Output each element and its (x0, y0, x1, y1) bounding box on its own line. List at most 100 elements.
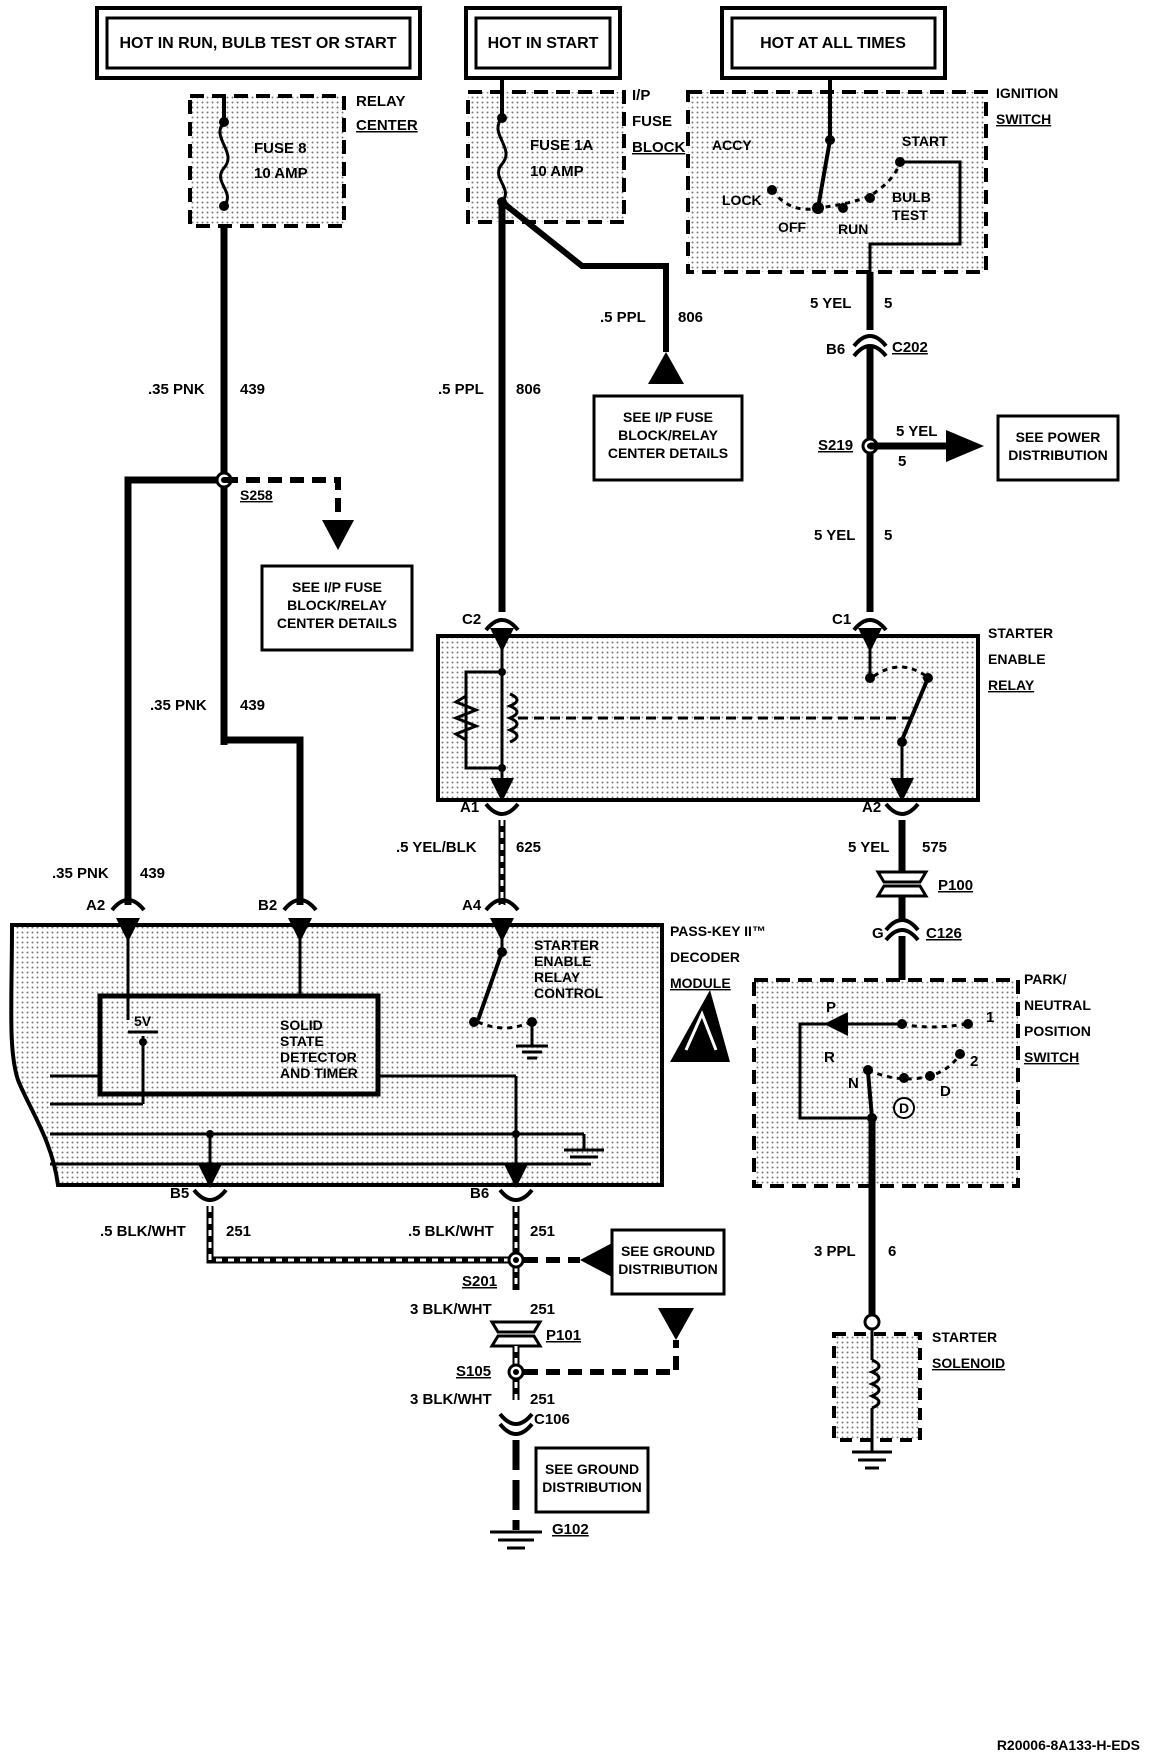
wire-5-power-circuit: 5 (898, 453, 906, 470)
s219-label: S219 (818, 437, 853, 454)
detector-label-3: DETECTOR (280, 1049, 357, 1065)
header-always: HOT AT ALL TIMES (720, 6, 947, 80)
svg-text:DISTRIBUTION: DISTRIBUTION (542, 1479, 642, 1495)
fuse-8-label: FUSE 8 (254, 140, 307, 157)
passkey-label-3: MODULE (670, 975, 731, 991)
b6-label: B6 (826, 341, 845, 358)
fuse-1a-rating: 10 AMP (530, 163, 584, 180)
pn-n: N (848, 1075, 859, 1092)
s201-label: S201 (462, 1273, 497, 1290)
pn-1: 1 (986, 1009, 994, 1026)
ign-accy: ACCY (712, 137, 752, 153)
ign-run: RUN (838, 221, 868, 237)
arrow-down-ip-1 (322, 520, 354, 550)
solenoid-label-1: STARTER (932, 1329, 997, 1345)
relay-switch-blade (900, 677, 930, 741)
svg-text:CENTER DETAILS: CENTER DETAILS (277, 615, 397, 631)
svg-text:CENTER DETAILS: CENTER DETAILS (608, 445, 728, 461)
header-run-text: HOT IN RUN, BULB TEST OR START (119, 35, 396, 52)
svg-text:BLOCK/RELAY: BLOCK/RELAY (618, 427, 718, 443)
wire-5-mid-gauge: 5 YEL (814, 527, 855, 544)
svg-text:SEE POWER: SEE POWER (1016, 429, 1101, 445)
esd-warning-icon (670, 990, 730, 1062)
header-start-text: HOT IN START (488, 35, 599, 52)
relay-center-label-2: CENTER (356, 117, 418, 134)
c106-connector (498, 1412, 534, 1426)
wire-439-left-circuit: 439 (140, 865, 165, 882)
wire-439-to-a2 (124, 476, 224, 905)
pn-2: 2 (970, 1053, 978, 1070)
ser-label-2: ENABLE (988, 651, 1046, 667)
pn-label-2: NEUTRAL (1024, 997, 1091, 1013)
a4-connector (484, 898, 520, 912)
c1-label: C1 (832, 611, 851, 628)
fuse-8-symbol (218, 121, 230, 207)
ser-label-1: STARTER (988, 625, 1053, 641)
wire-806-main-circuit: 806 (516, 381, 541, 398)
g102-label: G102 (552, 1521, 589, 1538)
a4-label: A4 (462, 897, 482, 914)
a1-connector (484, 802, 520, 816)
ign-label-1: IGNITION (996, 85, 1058, 101)
c1-connector (852, 618, 888, 632)
wire-806-main-gauge: .5 PPL (438, 381, 484, 398)
wire-251-s201-gauge: 3 BLK/WHT (410, 1301, 492, 1318)
wire-6-gauge: 3 PPL (814, 1243, 856, 1260)
b2-label: B2 (258, 897, 277, 914)
ip-label-3: BLOCK (632, 139, 685, 156)
b2-module-connector (282, 898, 318, 912)
ign-off: OFF (778, 219, 806, 235)
ctrl-label-2: ENABLE (534, 953, 592, 969)
header-start: HOT IN START (464, 6, 622, 80)
wire-251-b5-circuit: 251 (226, 1223, 251, 1240)
ser-label-3: RELAY (988, 677, 1035, 693)
ip-label-1: I/P (632, 87, 650, 104)
ign-label-2: SWITCH (996, 111, 1051, 127)
wire-625-circuit: 625 (516, 839, 541, 856)
pn-label-4: SWITCH (1024, 1049, 1079, 1065)
resistor-symbol (451, 694, 481, 742)
ignition-switch-blade (816, 139, 832, 209)
wire-5-top-circuit: 5 (884, 295, 892, 312)
c202-label: C202 (892, 339, 928, 356)
arrow-up-ip-2 (648, 352, 684, 384)
see-ip-details-box-1: SEE I/P FUSE BLOCK/RELAY CENTER DETAILS (260, 564, 414, 652)
ign-lock: LOCK (722, 192, 762, 208)
wire-439-mid-circuit: 439 (240, 697, 265, 714)
s105-label: S105 (456, 1363, 491, 1380)
ignition-switch-box (686, 90, 988, 274)
svg-text:DISTRIBUTION: DISTRIBUTION (1008, 447, 1108, 463)
passkey-label-1: PASS-KEY II™ (670, 923, 766, 939)
see-power-distribution-box: SEE POWER DISTRIBUTION (996, 414, 1120, 482)
detector-label-4: AND TIMER (280, 1065, 358, 1081)
relay-center-box (188, 94, 346, 228)
a2-relay-connector (884, 802, 920, 816)
svg-text:SEE I/P FUSE: SEE I/P FUSE (623, 409, 713, 425)
wire-439-top-gauge: .35 PNK (148, 381, 205, 398)
p101-label: P101 (546, 1327, 581, 1344)
solid-state-detector-box (97, 993, 381, 1097)
wire-251-b5-gauge: .5 BLK/WHT (100, 1223, 186, 1240)
a2-module-label: A2 (86, 897, 105, 914)
wire-251-b6-circuit: 251 (530, 1223, 555, 1240)
pn-r: R (824, 1049, 835, 1066)
wire-439-to-b2 (224, 736, 304, 905)
b6-module-connector (498, 1188, 534, 1202)
wire-575-circuit: 575 (922, 839, 947, 856)
header-run: HOT IN RUN, BULB TEST OR START (95, 6, 422, 80)
fuse-1a-symbol (496, 117, 508, 203)
c126-label: C126 (926, 925, 962, 942)
ctrl-label-3: RELAY (534, 969, 581, 985)
b5-connector (192, 1188, 228, 1202)
wire-625-gauge: .5 YEL/BLK (396, 839, 477, 856)
solenoid-ground-icon (852, 1450, 892, 1470)
wire-806-branch-gauge: .5 PPL (600, 309, 646, 326)
a2-relay-label: A2 (862, 799, 881, 816)
diagram-code: R20006-8A133-H-EDS (997, 1737, 1140, 1753)
ctrl-label-1: STARTER (534, 937, 599, 953)
c126-connector (884, 918, 920, 932)
wire-251-s105-circuit: 251 (530, 1391, 555, 1408)
svg-text:SEE GROUND: SEE GROUND (545, 1461, 639, 1477)
c202-connector (852, 334, 888, 348)
